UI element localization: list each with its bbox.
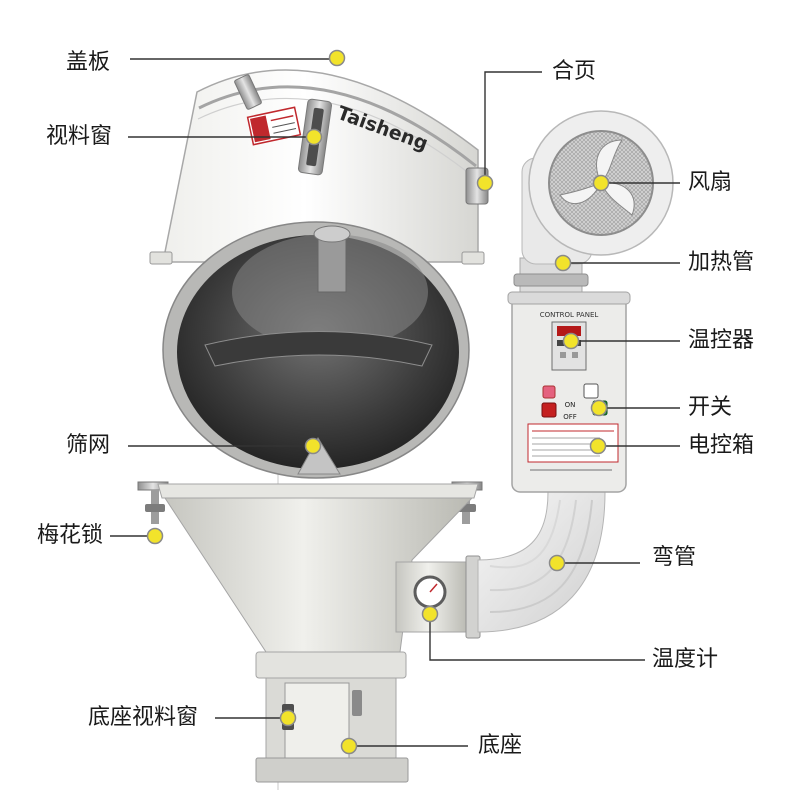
base-bolt: [352, 690, 362, 716]
elbow-hose: [477, 491, 606, 633]
switch-on-label: ON: [565, 401, 576, 409]
lid-latch: [234, 74, 262, 110]
base-plate: [255, 757, 409, 783]
label-thermostat: 温控器: [688, 328, 755, 353]
fan-assembly: [513, 110, 674, 301]
label-fan: 风扇: [688, 170, 733, 195]
plum-lock-left: [137, 481, 169, 524]
hopper-collar: [255, 651, 407, 679]
callout-dot-base-sight-window: [279, 709, 297, 727]
hopper-rim: [157, 483, 479, 499]
label-switch: 开关: [688, 395, 733, 420]
label-cover-plate: 盖板: [66, 50, 111, 75]
callout-dot-switch: [590, 399, 608, 417]
screen-cone: [297, 437, 341, 475]
callout-dot-heating-tube: [554, 254, 572, 272]
label-hinge: 合页: [552, 59, 597, 84]
warning-sticker: [246, 106, 302, 146]
control-box-cap: [507, 291, 631, 305]
callout-dot-elbow-pipe: [548, 554, 566, 572]
inner-pipe-top: [313, 225, 351, 243]
callout-dot-thermometer: [421, 605, 439, 623]
callout-dot-screen: [304, 437, 322, 455]
air-diffuser: [204, 331, 433, 367]
callout-dot-base: [340, 737, 358, 755]
label-base: 底座: [478, 733, 523, 758]
callout-dot-sight-window: [305, 128, 323, 146]
callout-line-thermometer: [429, 614, 645, 661]
label-base-sight-window: 底座视料窗: [88, 705, 199, 730]
drying-drum: Taisheng: [149, 69, 489, 479]
panel-title: CONTROL PANEL: [540, 311, 599, 319]
callout-dot-cover-plate: [328, 49, 346, 67]
callout-dot-hinge: [476, 174, 494, 192]
label-sight-window: 视料窗: [46, 124, 113, 149]
label-control-box: 电控箱: [688, 433, 755, 458]
indicator-button: [542, 385, 556, 399]
cover-plate-band: [198, 85, 477, 168]
fan-blades: [559, 139, 635, 216]
label-heating-tube: 加热管: [688, 250, 755, 275]
callout-line-hinge: [484, 71, 542, 183]
fan-indicator: [583, 383, 599, 399]
switch-off-label: OFF: [563, 413, 577, 421]
callout-dot-control-box: [589, 437, 607, 455]
label-elbow-pipe: 弯管: [652, 545, 697, 570]
heating-tube-collar: [513, 273, 589, 287]
drum-ear-right: [461, 251, 485, 265]
callout-dot-plum-lock: [146, 527, 164, 545]
callout-dots: [146, 49, 610, 755]
hose-body: [477, 491, 606, 633]
label-plum-lock: 梅花锁: [37, 523, 104, 548]
callout-dot-fan: [592, 174, 610, 192]
heater-switch: [541, 402, 557, 418]
label-screen: 筛网: [66, 433, 111, 458]
label-thermometer: 温度计: [652, 647, 719, 672]
drum-ear-left: [149, 251, 173, 265]
callout-dot-thermostat: [562, 332, 580, 350]
callout-lines: [110, 58, 680, 747]
control-box: CONTROL PANEL ON OFF: [507, 291, 631, 493]
